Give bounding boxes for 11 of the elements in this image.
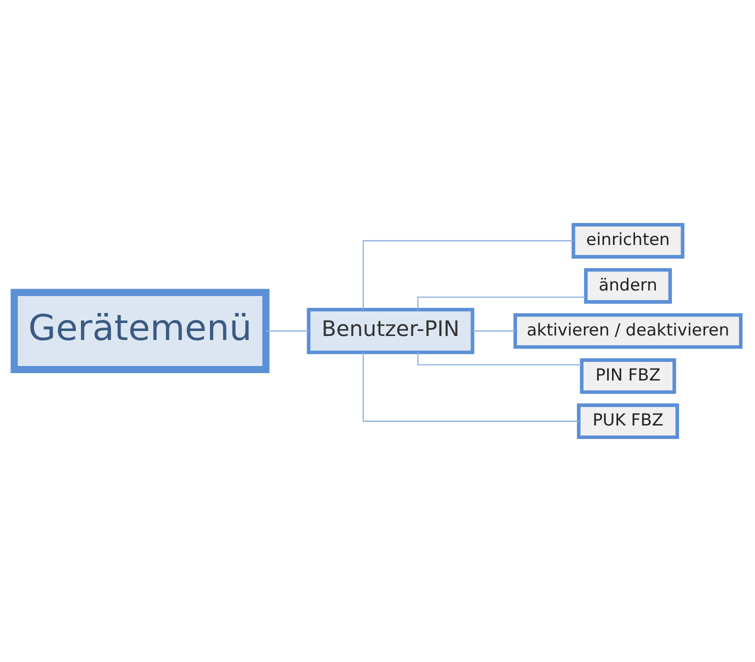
connector [362, 352, 578, 422]
node-box: PIN FBZ [580, 358, 676, 394]
node-box: einrichten [572, 222, 684, 259]
node-box: Benutzer-PIN [306, 308, 474, 354]
node-box: ändern [584, 268, 672, 304]
node-box: PUK FBZ [576, 403, 680, 440]
connector [472, 330, 515, 332]
connector [362, 240, 574, 310]
connector [266, 330, 308, 332]
node-box: aktivieren / deaktivieren [513, 313, 743, 349]
node-box: Gerätemenü [10, 288, 270, 374]
